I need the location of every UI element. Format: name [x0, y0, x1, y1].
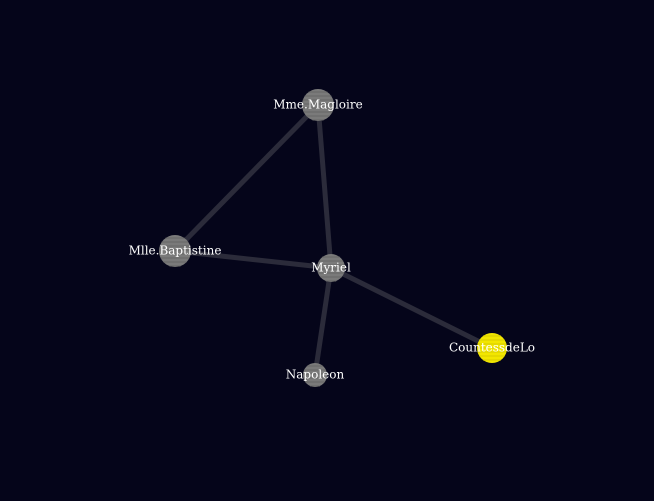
- edge-mme-magloire-mlle-baptistine: [172, 102, 321, 254]
- node-label-mlle-baptistine: Mlle.Baptistine: [129, 244, 222, 258]
- edges-layer: [172, 102, 495, 378]
- node-countessdelo[interactable]: [477, 333, 507, 363]
- edge-mlle-baptistine-myriel: [172, 248, 334, 271]
- node-label-myriel: Myriel: [311, 261, 351, 275]
- node-label-mme-magloire: Mme.Magloire: [273, 98, 362, 112]
- node-mme-magloire[interactable]: [302, 89, 334, 121]
- edge-mme-magloire-myriel: [315, 102, 334, 271]
- node-label-napoleon: Napoleon: [286, 368, 345, 382]
- node-mlle-baptistine[interactable]: [159, 235, 191, 267]
- node-circle-mme-magloire[interactable]: [302, 89, 334, 121]
- node-myriel[interactable]: [317, 254, 345, 282]
- edge-myriel-countessdelo: [328, 265, 495, 351]
- node-circle-napoleon[interactable]: [303, 363, 327, 387]
- node-napoleon[interactable]: [303, 363, 327, 387]
- edge-myriel-napoleon: [312, 265, 334, 378]
- labels-layer: Myriel Mme.MagloireMlle.BaptistineNapoleo…: [129, 98, 535, 382]
- nodes-layer: [159, 89, 507, 387]
- node-circle-mlle-baptistine[interactable]: [159, 235, 191, 267]
- node-label-countessdelo: CountessdeLo: [449, 341, 535, 355]
